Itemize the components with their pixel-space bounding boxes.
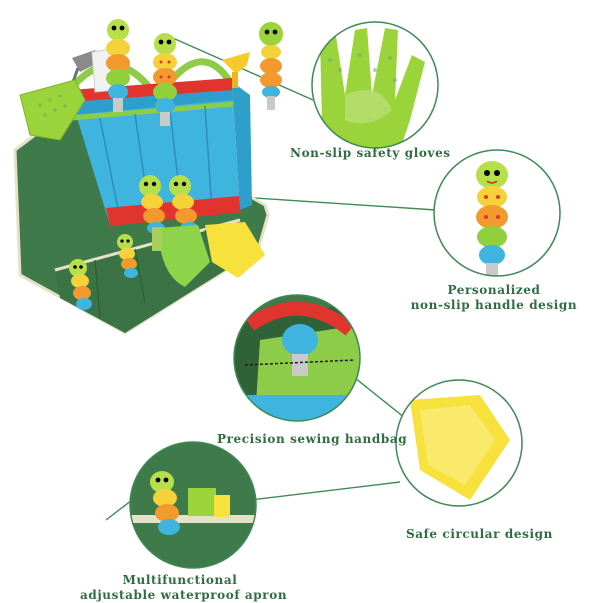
- detail-shovel: [395, 379, 523, 507]
- detail-handle: [433, 149, 561, 277]
- detail-handbag: [233, 294, 361, 422]
- caption-apron-line2: adjustable waterproof apron: [80, 588, 288, 602]
- caption-handbag: Precision sewing handbag: [217, 432, 408, 446]
- detail-apron: [129, 441, 257, 569]
- caption-gloves: Non-slip safety gloves: [290, 146, 451, 160]
- caption-shovel: Safe circular design: [406, 527, 553, 541]
- detail-gloves: [311, 21, 439, 149]
- glove-icon: [19, 79, 86, 141]
- caption-apron-line1: Multifunctional: [122, 573, 238, 587]
- caption-handle-line1: Personalized: [447, 283, 541, 297]
- shovel-icon: [152, 222, 265, 287]
- caterpillar-handle-icon: [69, 19, 283, 310]
- caption-handle-line2: non-slip handle design: [410, 298, 578, 312]
- caption-handle: Personalized non-slip handle design: [408, 283, 580, 313]
- tote-bag: [65, 58, 252, 226]
- funnel-icon: [222, 52, 250, 88]
- caption-apron: Multifunctional adjustable waterproof ap…: [80, 573, 288, 603]
